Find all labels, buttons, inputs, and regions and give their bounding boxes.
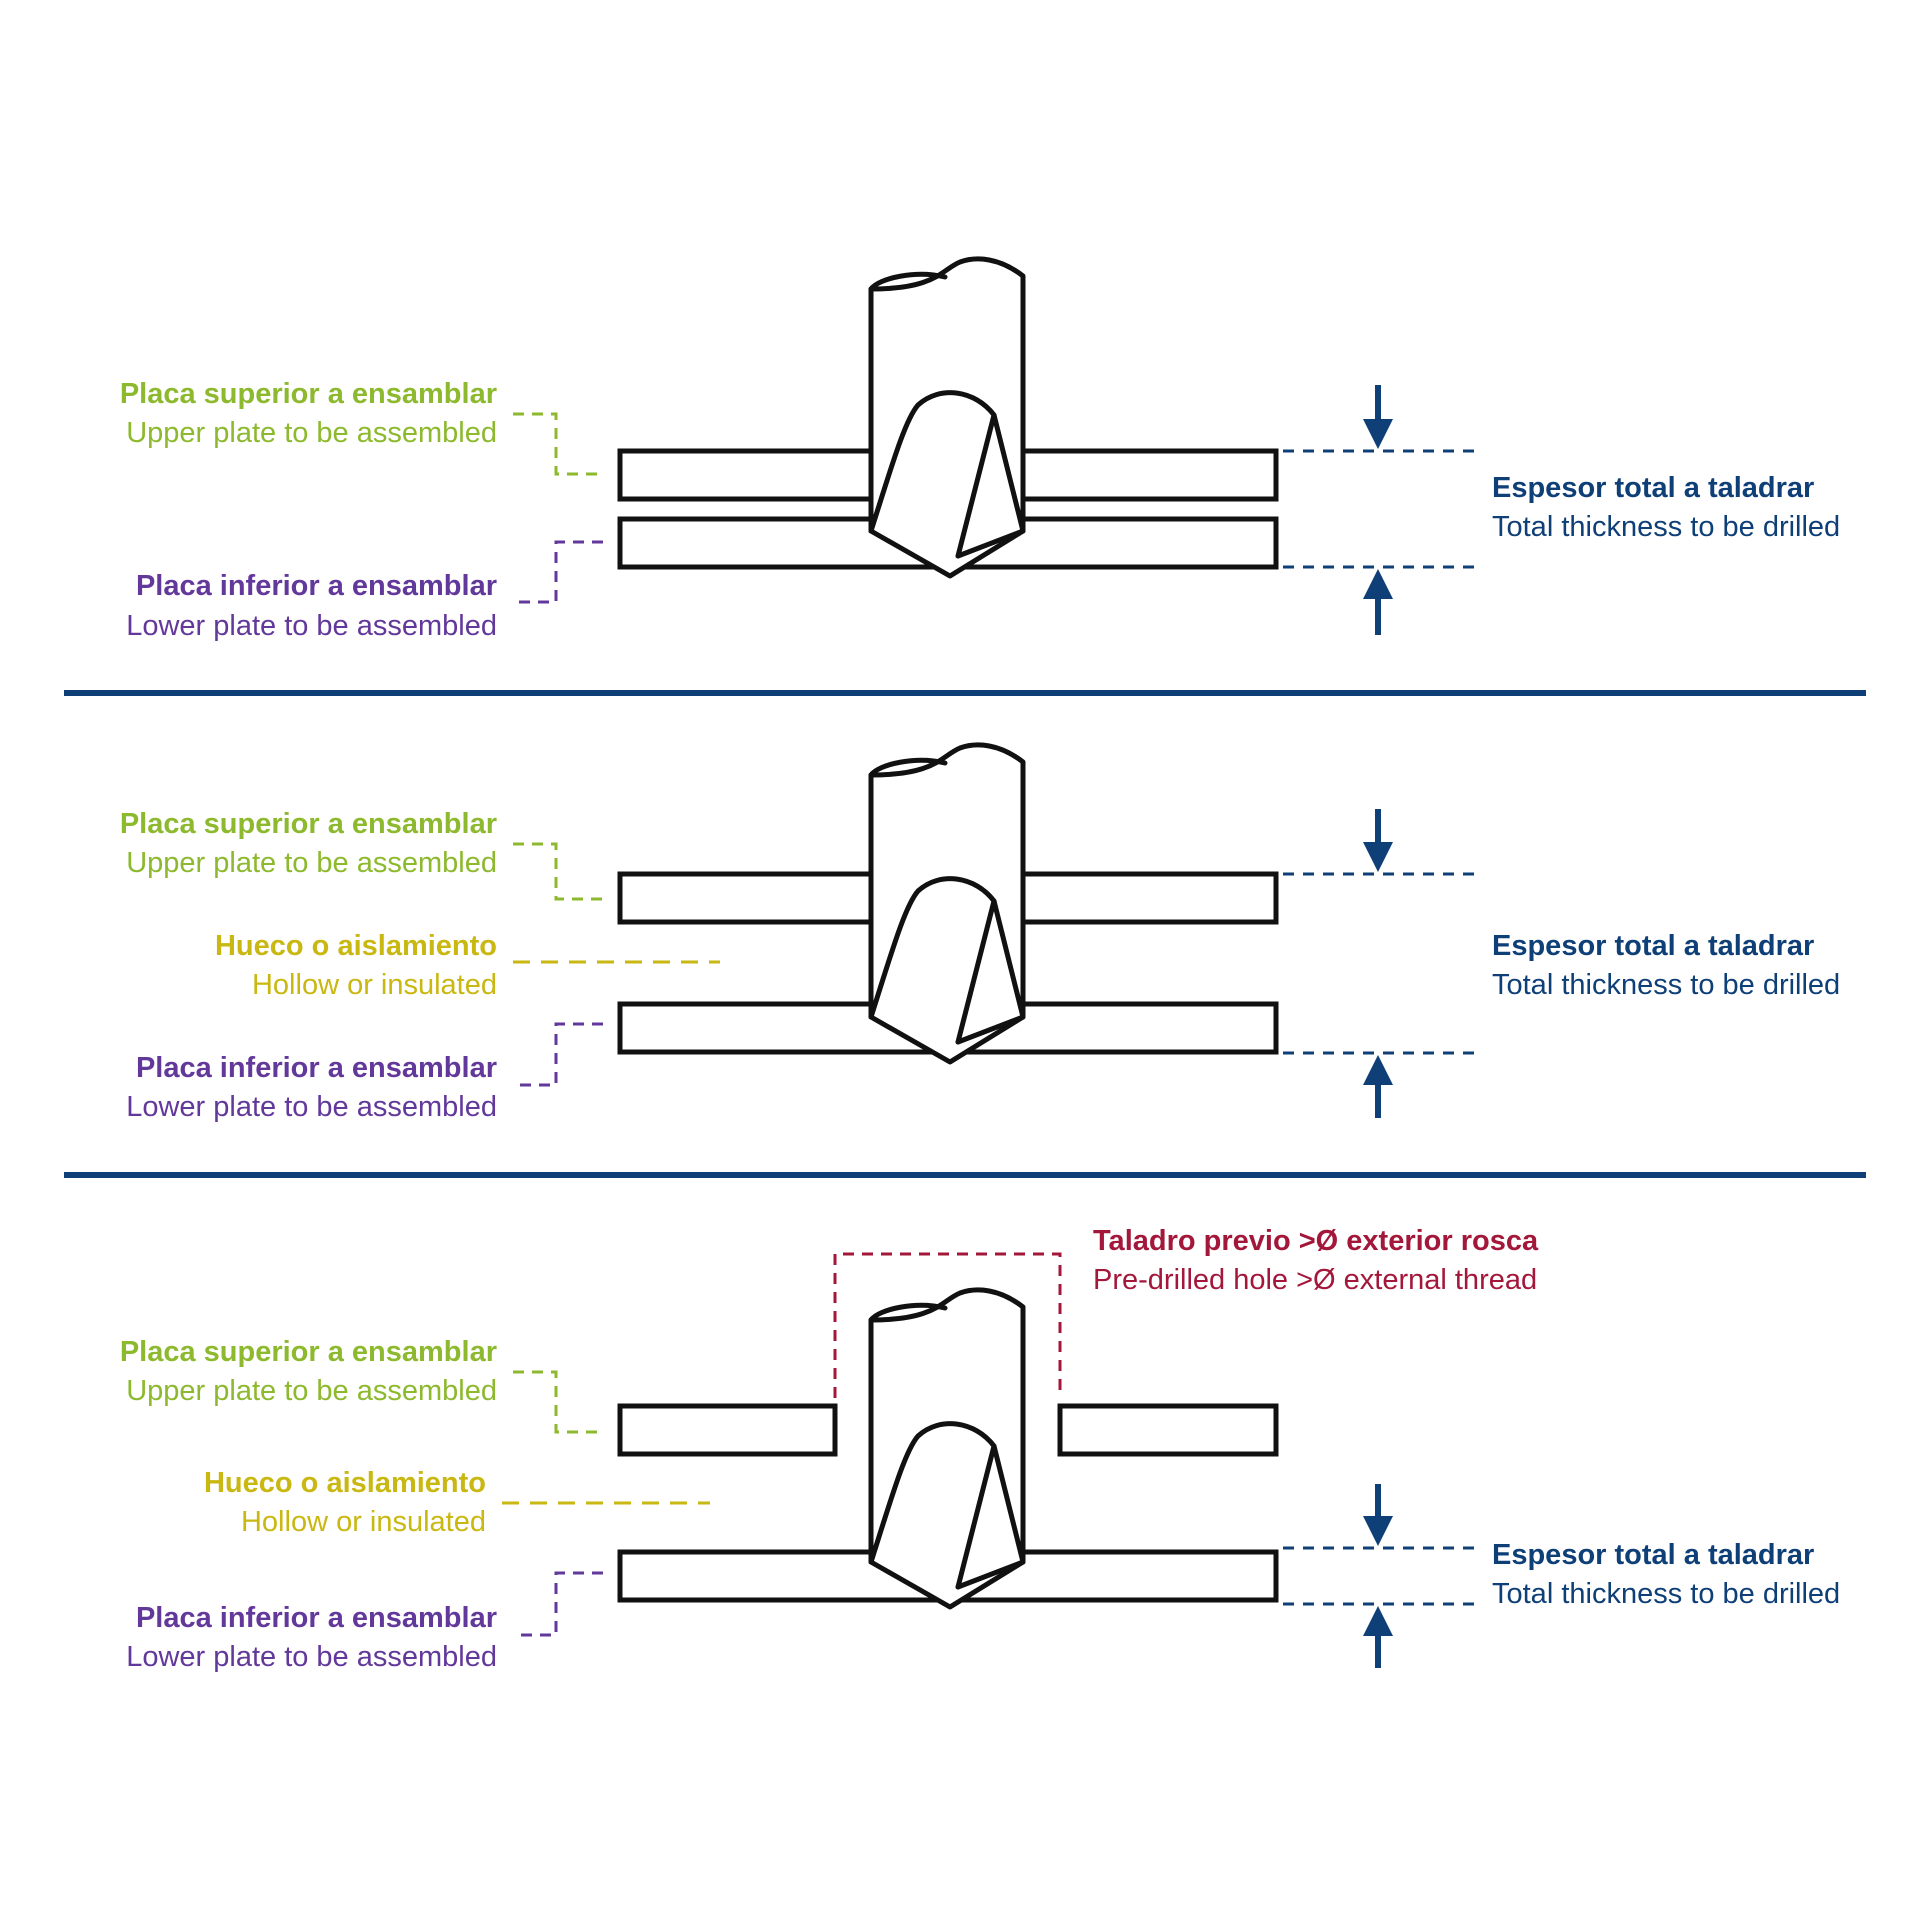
lower-plate-label-en: Lower plate to be assembled — [126, 1641, 497, 1673]
predrilled-label-en: Pre-drilled hole >Ø external thread — [1093, 1264, 1537, 1296]
upper-plate-label-es: Placa superior a ensamblar — [120, 1336, 497, 1368]
upper-plate-label-en: Upper plate to be assembled — [126, 1375, 497, 1407]
panel-2: Placa superior a ensamblar Upper plate t… — [120, 745, 1840, 1123]
upper-plate-label-es: Placa superior a ensamblar — [120, 808, 497, 840]
thickness-label-en: Total thickness to be drilled — [1492, 511, 1840, 543]
upper-plate-right — [1057, 1403, 1279, 1457]
hollow-label-en: Hollow or insulated — [241, 1506, 486, 1538]
lower-plate-leader — [513, 540, 603, 604]
hollow-label-es: Hueco o aislamiento — [204, 1467, 486, 1499]
lower-plate-label-es: Placa inferior a ensamblar — [136, 1602, 497, 1634]
arrow-down-icon — [1363, 1484, 1393, 1546]
thickness-label-en: Total thickness to be drilled — [1492, 1578, 1840, 1610]
lower-plate-leader — [513, 1571, 603, 1637]
lower-plate-label-en: Lower plate to be assembled — [126, 1091, 497, 1123]
arrow-down-icon — [1363, 809, 1393, 872]
lower-plate-label-es: Placa inferior a ensamblar — [136, 1052, 497, 1084]
drill-bit-icon — [871, 259, 1023, 576]
upper-plate-left — [617, 1403, 838, 1457]
panel-1: Placa superior a ensamblar Upper plate t… — [120, 259, 1840, 642]
drill-bit-icon — [871, 1290, 1023, 1607]
lower-plate-label-es: Placa inferior a ensamblar — [136, 570, 497, 602]
arrow-up-icon — [1363, 1606, 1393, 1668]
hollow-label-es: Hueco o aislamiento — [215, 930, 497, 962]
arrow-up-icon — [1363, 569, 1393, 635]
upper-plate-leader — [513, 842, 603, 901]
upper-plate-label-en: Upper plate to be assembled — [126, 847, 497, 879]
upper-plate-label-es: Placa superior a ensamblar — [120, 378, 497, 410]
hollow-label-en: Hollow or insulated — [252, 969, 497, 1001]
thickness-label-en: Total thickness to be drilled — [1492, 969, 1840, 1001]
arrow-up-icon — [1363, 1055, 1393, 1118]
thickness-label-es: Espesor total a taladrar — [1492, 472, 1814, 504]
predrilled-hole-bracket — [833, 1252, 1062, 1398]
arrow-down-icon — [1363, 385, 1393, 449]
predrilled-label-es: Taladro previo >Ø exterior rosca — [1093, 1225, 1539, 1257]
panel-3: Taladro previo >Ø exterior rosca Pre-dri… — [120, 1225, 1840, 1673]
thickness-label-es: Espesor total a taladrar — [1492, 930, 1814, 962]
upper-plate-label-en: Upper plate to be assembled — [126, 417, 497, 449]
upper-plate-leader — [513, 1370, 603, 1434]
drill-bit-icon — [871, 745, 1023, 1062]
lower-plate-label-en: Lower plate to be assembled — [126, 610, 497, 642]
thickness-label-es: Espesor total a taladrar — [1492, 1539, 1814, 1571]
lower-plate-leader — [513, 1022, 603, 1087]
upper-plate-leader — [513, 412, 603, 476]
